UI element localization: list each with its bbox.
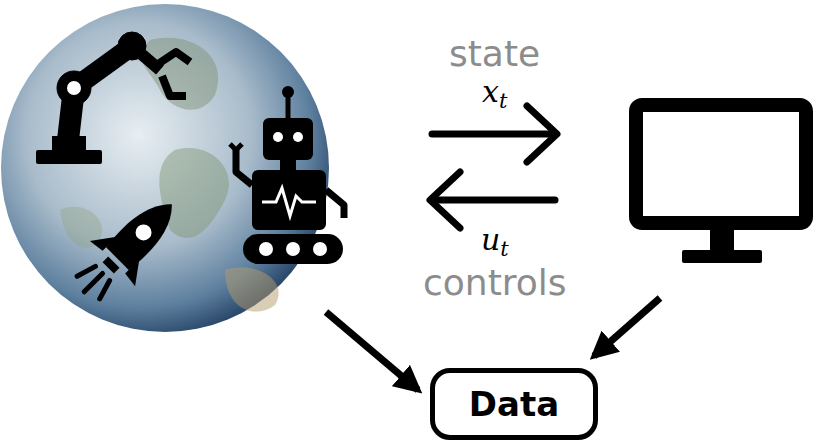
robot-arm-icon xyxy=(36,32,190,164)
signal-name: state xyxy=(449,36,540,72)
earth-globe xyxy=(1,4,329,332)
state-symbol: xt xyxy=(482,77,507,107)
globe-to-data-arrow xyxy=(326,312,418,390)
state-arrow xyxy=(432,106,557,162)
monitor-to-data-arrow xyxy=(594,298,660,356)
robot-icon xyxy=(230,86,344,264)
signal-name: controls xyxy=(423,265,567,301)
control-symbol: ut xyxy=(481,225,509,255)
data-box: Data xyxy=(430,368,598,440)
monitor-icon xyxy=(636,105,806,263)
box-title: Data xyxy=(469,387,559,421)
controls-arrow xyxy=(430,172,555,228)
rocket-icon xyxy=(62,182,195,315)
